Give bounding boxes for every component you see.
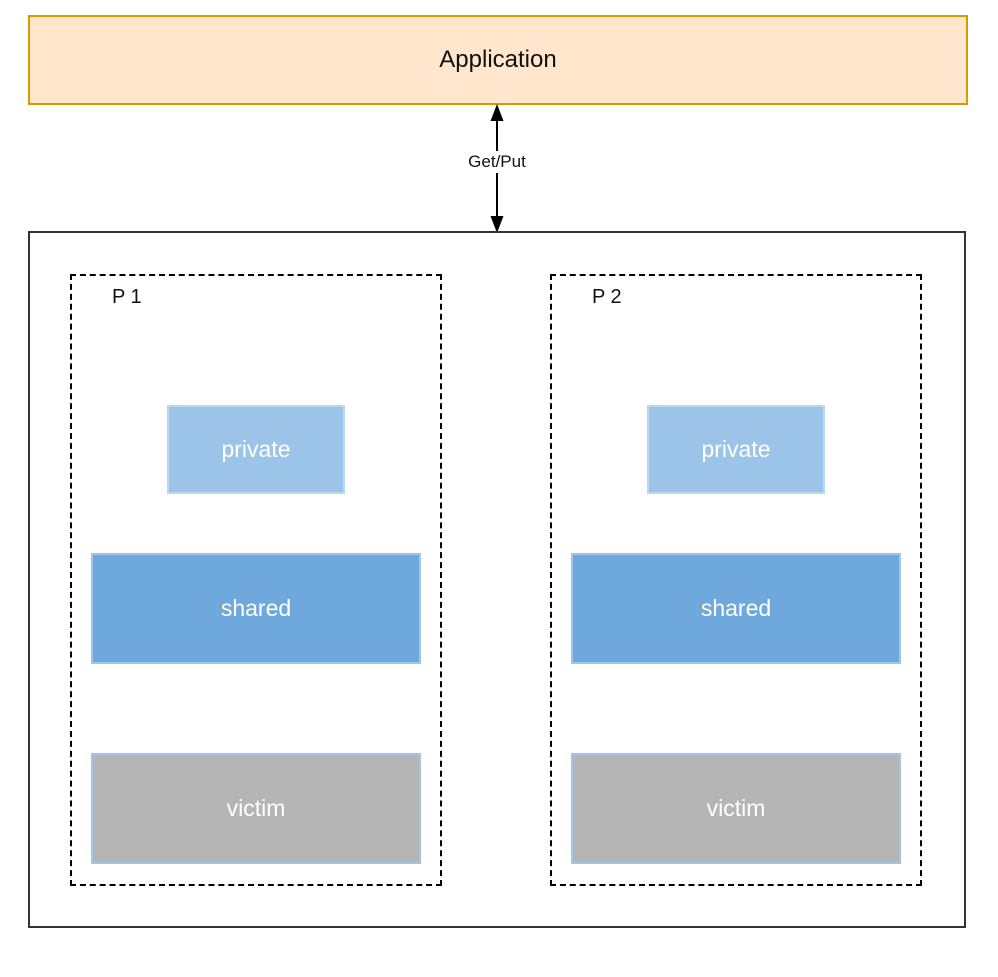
process-label-p1: P 1 (112, 286, 142, 308)
get-put-label: Get/Put (464, 151, 530, 173)
shared-label: shared (700, 595, 772, 621)
shared-label: shared (220, 595, 292, 621)
shared-block-p1: shared (91, 553, 421, 664)
application-label: Application (439, 46, 557, 73)
process-box-p2: P 2 private shared victim (550, 274, 922, 886)
victim-block-p1: victim (91, 753, 421, 864)
private-label: private (221, 436, 291, 462)
arrow-down-head-icon (490, 216, 504, 233)
victim-label: victim (706, 795, 766, 821)
victim-label: victim (226, 795, 286, 821)
shared-block-p2: shared (571, 553, 901, 664)
private-block-p1: private (167, 405, 345, 494)
arrow-up-head-icon (490, 104, 504, 121)
process-label-p2: P 2 (592, 286, 622, 308)
application-box: Application (28, 15, 968, 105)
process-box-p1: P 1 private shared victim (70, 274, 442, 886)
private-label: private (701, 436, 771, 462)
victim-block-p2: victim (571, 753, 901, 864)
private-block-p2: private (647, 405, 825, 494)
